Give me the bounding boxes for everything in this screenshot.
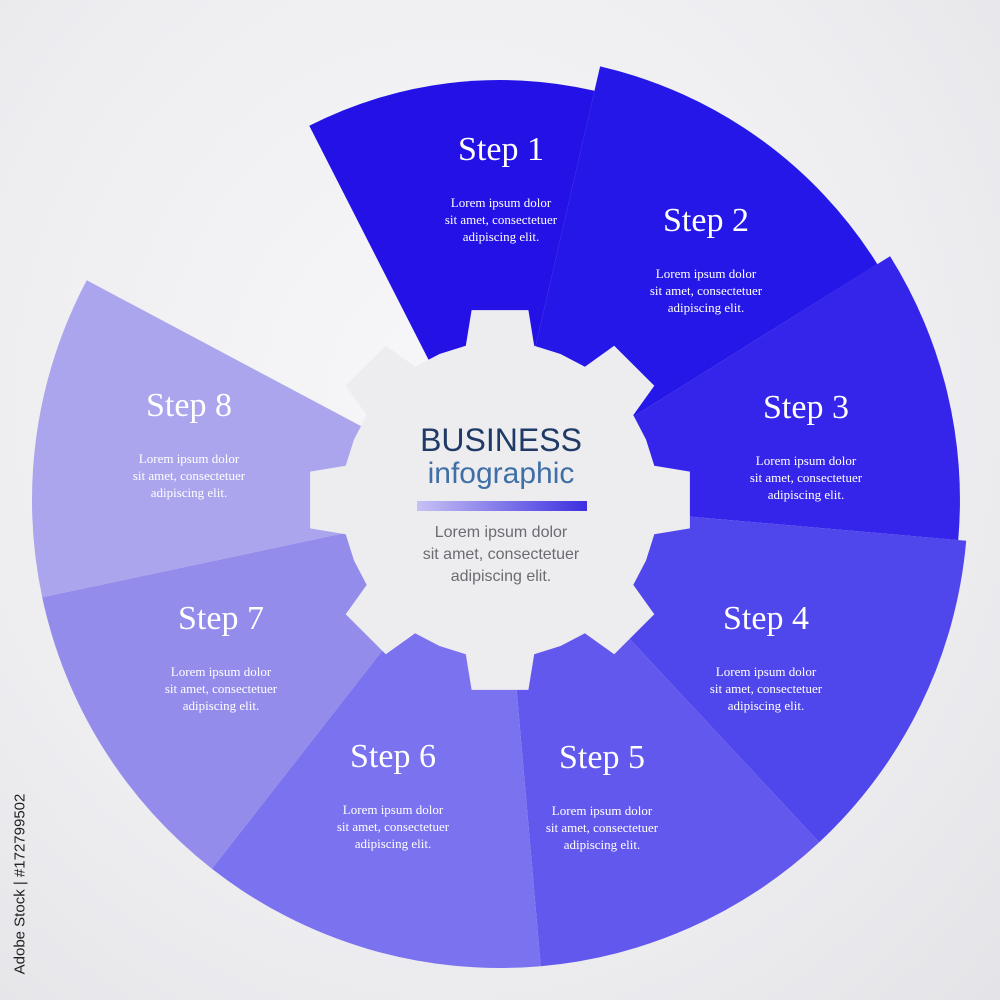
step-body-line-8-3: adipiscing elit.: [151, 485, 228, 500]
step-title-8: Step 8: [146, 387, 232, 424]
step-title-5: Step 5: [559, 739, 645, 776]
step-title-2: Step 2: [663, 202, 749, 239]
step-body-line-1-1: Lorem ipsum dolor: [451, 195, 552, 210]
step-label-7: Step 7 Lorem ipsum dolor sit amet, consect…: [165, 600, 278, 713]
step-label-3: Step 3 Lorem ipsum dolor sit amet, consect…: [750, 389, 863, 502]
center-text: BUSINESS infographic Lorem ipsum dolor s…: [417, 422, 587, 585]
step-label-2: Step 2 Lorem ipsum dolor sit amet, consect…: [650, 202, 763, 315]
step-title-6: Step 6: [350, 738, 436, 775]
center-body-line-1: Lorem ipsum dolor: [435, 524, 568, 541]
step-label-6: Step 6 Lorem ipsum dolor sit amet, consect…: [337, 738, 450, 851]
step-title-1: Step 1: [458, 131, 544, 168]
center-gear: [310, 310, 690, 690]
step-body-line-6-3: adipiscing elit.: [355, 836, 432, 851]
step-body-line-7-2: sit amet, consectetuer: [165, 681, 278, 696]
center-subheading: infographic: [428, 457, 575, 490]
step-title-4: Step 4: [723, 600, 809, 637]
step-labels: Step 1 Lorem ipsum dolor sit amet, consect…: [133, 131, 863, 852]
step-body-line-6-1: Lorem ipsum dolor: [343, 802, 444, 817]
step-label-1: Step 1 Lorem ipsum dolor sit amet, consect…: [445, 131, 558, 244]
step-body-line-1-2: sit amet, consectetuer: [445, 212, 558, 227]
step-body-line-5-1: Lorem ipsum dolor: [552, 803, 653, 818]
step-body-line-4-3: adipiscing elit.: [728, 698, 805, 713]
step-body-line-4-2: sit amet, consectetuer: [710, 681, 823, 696]
step-label-4: Step 4 Lorem ipsum dolor sit amet, consect…: [710, 600, 823, 713]
step-body-line-8-1: Lorem ipsum dolor: [139, 451, 240, 466]
step-body-line-2-3: adipiscing elit.: [668, 300, 745, 315]
step-body-line-2-2: sit amet, consectetuer: [650, 283, 763, 298]
step-body-line-6-2: sit amet, consectetuer: [337, 819, 450, 834]
step-body-line-8-2: sit amet, consectetuer: [133, 468, 246, 483]
step-title-3: Step 3: [763, 389, 849, 426]
step-label-5: Step 5 Lorem ipsum dolor sit amet, consect…: [546, 739, 659, 852]
stock-id-label: Adobe Stock | #172799502: [8, 768, 32, 1000]
center-body-line-3: adipiscing elit.: [451, 568, 552, 585]
step-body-line-3-2: sit amet, consectetuer: [750, 470, 863, 485]
step-body-line-5-3: adipiscing elit.: [564, 837, 641, 852]
step-body-line-1-3: adipiscing elit.: [463, 229, 540, 244]
center-underline: [417, 501, 587, 511]
stock-id-text: Adobe Stock | #172799502: [11, 793, 29, 975]
center-heading: BUSINESS: [420, 422, 582, 458]
step-body-line-5-2: sit amet, consectetuer: [546, 820, 659, 835]
step-body-line-4-1: Lorem ipsum dolor: [716, 664, 817, 679]
step-label-8: Step 8 Lorem ipsum dolor sit amet, consect…: [133, 387, 246, 500]
center-body-line-2: sit amet, consectetuer: [423, 546, 580, 563]
step-title-7: Step 7: [178, 600, 264, 637]
step-body-line-2-1: Lorem ipsum dolor: [656, 266, 757, 281]
step-body-line-3-1: Lorem ipsum dolor: [756, 453, 857, 468]
step-body-line-7-1: Lorem ipsum dolor: [171, 664, 272, 679]
step-body-line-7-3: adipiscing elit.: [183, 698, 260, 713]
step-body-line-3-3: adipiscing elit.: [768, 487, 845, 502]
